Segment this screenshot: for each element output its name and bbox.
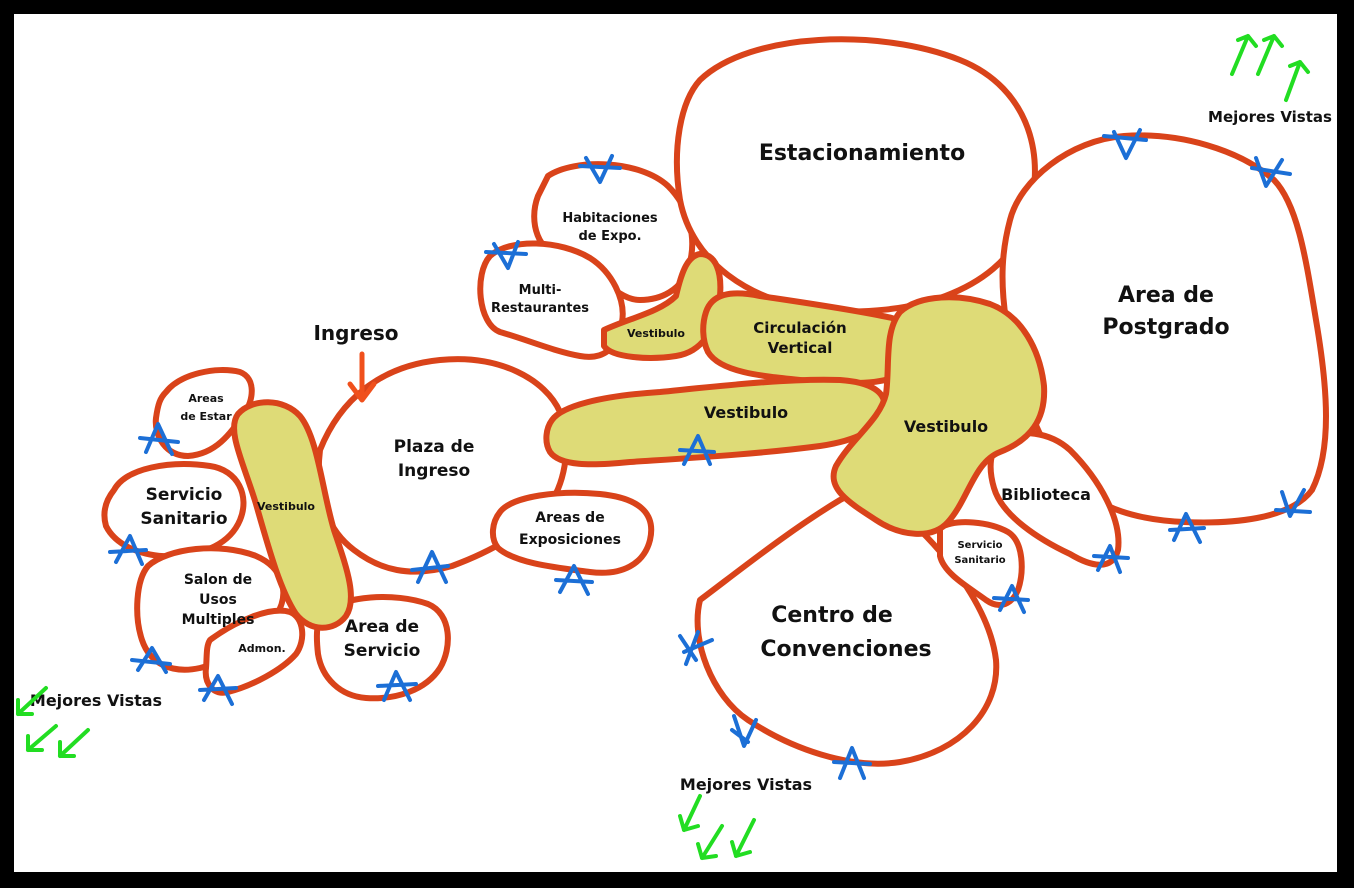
- green-arrow-icon: [16, 686, 90, 758]
- best-views-label-south: Mejores Vistas: [680, 775, 812, 794]
- label-areas-exposiciones-line-1: Areas de: [535, 510, 604, 526]
- label-servicio-sanitario-west-line-1: Servicio: [146, 485, 223, 505]
- label-admon: Admon.: [238, 642, 285, 655]
- red-down-arrow-icon: [347, 351, 377, 403]
- blue-star-mark-icon: [138, 422, 180, 456]
- label-vestibulo-east-line-1: Vestibulo: [904, 417, 988, 436]
- label-multi-restaurantes-line-2: Restaurantes: [491, 301, 589, 316]
- label-areas-exposiciones-line-2: Exposiciones: [519, 532, 621, 548]
- label-area-servicio-line-1: Area de: [345, 617, 419, 637]
- label-habitaciones-expo-line-1: Habitaciones: [562, 211, 658, 226]
- label-servicio-sanitario-west-line-2: Sanitario: [140, 509, 227, 529]
- label-multi-restaurantes: Multi- Restaurantes: [491, 283, 589, 316]
- label-biblioteca: Biblioteca: [1001, 485, 1091, 504]
- label-habitaciones-expo: Habitaciones de Expo.: [562, 211, 658, 244]
- label-vestibulo-west: Vestibulo: [257, 500, 315, 513]
- blue-star-mark-icon: [410, 550, 450, 584]
- label-areas-estar: Areas de Estar: [180, 392, 232, 423]
- label-areas-estar-line-2: de Estar: [180, 410, 232, 423]
- label-vestibulo-east: Vestibulo: [904, 417, 988, 436]
- label-vestibulo-west-line-1: Vestibulo: [257, 500, 315, 513]
- label-circulacion-vertical-line-2: Vertical: [768, 339, 833, 357]
- label-area-postgrado: Area de Postgrado: [1102, 283, 1229, 340]
- blue-star-mark-icon: [1092, 544, 1130, 574]
- blue-star-mark-icon: [730, 714, 758, 748]
- label-multi-restaurantes-line-1: Multi-: [519, 283, 562, 298]
- blue-star-mark-icon: [992, 584, 1030, 614]
- label-centro-convenciones-line-2: Convenciones: [760, 637, 931, 662]
- label-vestibulo-central: Vestibulo: [704, 403, 788, 422]
- bubble-servicio-sanitario-west: [101, 461, 247, 560]
- label-area-servicio-line-2: Servicio: [344, 641, 421, 661]
- label-circulacion-vertical-line-1: Circulación: [753, 319, 846, 337]
- label-area-postgrado-line-2: Postgrado: [1102, 315, 1229, 340]
- label-centro-convenciones-line-1: Centro de: [771, 603, 893, 628]
- bubble-areas-exposiciones: [490, 489, 655, 576]
- bubble-vestibulo-east[interactable]: [830, 294, 1048, 537]
- blue-star-mark-icon: [1274, 488, 1312, 518]
- label-salon-usos-multiples-line-2: Usos: [199, 592, 237, 608]
- blue-star-mark-icon: [832, 746, 872, 780]
- green-arrow-icon: [678, 794, 756, 860]
- label-areas-exposiciones: Areas de Exposiciones: [519, 510, 621, 548]
- label-estacionamiento: Estacionamiento: [759, 141, 965, 166]
- best-views-label-northeast: Mejores Vistas: [1208, 108, 1332, 126]
- blue-star-mark-icon: [376, 670, 418, 702]
- label-area-postgrado-line-1: Area de: [1118, 283, 1214, 308]
- label-servicio-sanitario-east-line-2: Sanitario: [954, 555, 1005, 566]
- label-salon-usos-multiples: Salon de Usos Multiples: [182, 572, 255, 628]
- blue-star-mark-icon: [678, 434, 716, 466]
- best-views-label-southwest: Mejores Vistas: [30, 691, 162, 710]
- label-centro-convenciones: Centro de Convenciones: [760, 603, 931, 662]
- label-admon-line-1: Admon.: [238, 642, 285, 655]
- bubble-centro-convenciones: [694, 489, 1000, 767]
- label-vestibulo-small: Vestibulo: [627, 327, 685, 340]
- label-salon-usos-multiples-line-3: Multiples: [182, 612, 255, 628]
- bubble-servicio-sanitario-east: [937, 519, 1025, 608]
- blue-star-mark-icon: [1168, 512, 1206, 544]
- green-arrow-icon: [1230, 34, 1310, 102]
- label-vestibulo-central-line-1: Vestibulo: [704, 403, 788, 422]
- label-areas-estar-line-1: Areas: [188, 392, 224, 405]
- label-servicio-sanitario-east: Servicio Sanitario: [954, 540, 1005, 566]
- blue-star-mark-icon: [554, 564, 594, 596]
- blue-star-mark-icon: [484, 240, 528, 270]
- label-circulacion-vertical: Circulación Vertical: [753, 319, 846, 357]
- bubble-estacionamiento: [673, 36, 1038, 315]
- label-plaza-ingreso-line-1: Plaza de: [394, 437, 475, 457]
- blue-star-mark-icon: [578, 154, 622, 184]
- bubble-area-servicio: [313, 594, 451, 702]
- blue-star-mark-icon: [108, 534, 148, 566]
- label-habitaciones-expo-line-2: de Expo.: [578, 229, 641, 244]
- blue-star-mark-icon: [198, 674, 238, 706]
- label-vestibulo-small-line-1: Vestibulo: [627, 327, 685, 340]
- bubble-areas-estar: [152, 367, 255, 459]
- label-biblioteca-line-1: Biblioteca: [1001, 485, 1091, 504]
- label-servicio-sanitario-east-line-1: Servicio: [957, 540, 1002, 551]
- blue-star-mark-icon: [1102, 128, 1148, 160]
- label-area-servicio: Area de Servicio: [344, 617, 421, 661]
- bubble-vestibulo-small[interactable]: [601, 251, 724, 361]
- blue-star-mark-icon: [678, 630, 714, 666]
- bubble-admon: [202, 607, 306, 696]
- label-estacionamiento-line-1: Estacionamiento: [759, 141, 965, 166]
- blue-star-mark-icon: [1250, 156, 1292, 188]
- label-salon-usos-multiples-line-1: Salon de: [184, 572, 252, 588]
- label-plaza-ingreso-line-2: Ingreso: [398, 461, 470, 481]
- bubble-vestibulo-west[interactable]: [231, 399, 354, 631]
- blue-star-mark-icon: [130, 646, 172, 674]
- entrance-label: Ingreso: [313, 321, 398, 345]
- label-servicio-sanitario-west: Servicio Sanitario: [140, 485, 227, 529]
- label-plaza-ingreso: Plaza de Ingreso: [394, 437, 475, 481]
